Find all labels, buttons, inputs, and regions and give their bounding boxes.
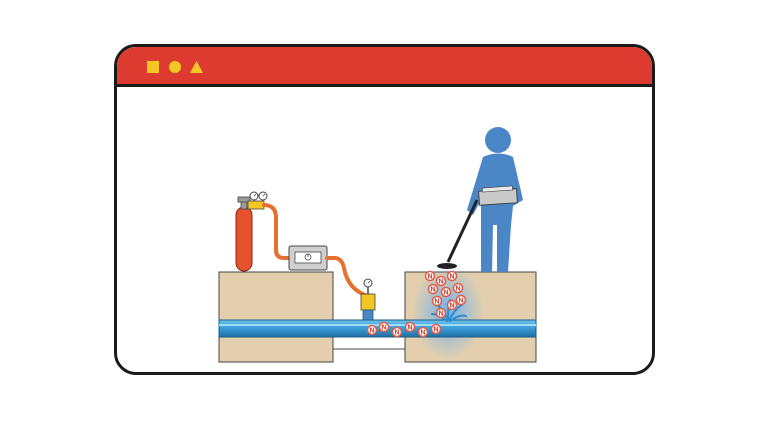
gas-particle: N (431, 295, 443, 307)
gas-particle-label: N (434, 299, 439, 306)
gas-particle: N (366, 324, 378, 336)
gas-hose-2 (325, 256, 370, 302)
flow-meter (288, 245, 328, 271)
square-icon[interactable] (146, 60, 160, 74)
gas-hose-1 (262, 203, 291, 260)
gas-particle-label: N (443, 290, 448, 297)
triangle-icon[interactable] (189, 60, 204, 74)
gas-particle-label: N (449, 274, 454, 281)
detector-probe (446, 199, 479, 263)
gas-particle-label: N (455, 286, 460, 293)
water-pipe (218, 319, 537, 338)
ground-left (218, 271, 334, 363)
gas-particle: N (417, 326, 429, 338)
gas-particle: N (446, 299, 458, 311)
gas-particle: N (430, 323, 442, 335)
gas-particle-label: N (449, 303, 454, 310)
gas-particle: N (391, 326, 403, 338)
gas-particle-label: N (369, 328, 374, 335)
gas-particle: N (440, 286, 452, 298)
gas-particle: N (427, 283, 439, 295)
gas-particle: N (452, 282, 464, 294)
gas-regulator (247, 191, 268, 210)
title-bar (117, 47, 652, 87)
gas-particle-label: N (381, 325, 386, 332)
gas-particle-label: N (430, 287, 435, 294)
gas-particle: N (446, 270, 458, 282)
gas-particle-label: N (433, 327, 438, 334)
gas-detector (478, 185, 518, 206)
gas-particle-label: N (427, 274, 432, 281)
gas-particle-label: N (438, 311, 443, 318)
gas-particle: N (424, 270, 436, 282)
gas-particle: N (404, 321, 416, 333)
gas-particle: N (435, 307, 447, 319)
gas-particle-label: N (407, 325, 412, 332)
gas-particle-label: N (438, 279, 443, 286)
gas-particle: N (378, 321, 390, 333)
gas-particle-label: N (394, 330, 399, 337)
gas-particle: N (455, 294, 467, 306)
gas-particle: N (435, 275, 447, 287)
injection-valve (360, 278, 376, 321)
circle-icon[interactable] (168, 60, 182, 74)
gas-cylinder (235, 196, 253, 272)
gas-particle-label: N (458, 298, 463, 305)
person-operator (467, 127, 523, 272)
gas-particle-label: N (420, 330, 425, 337)
